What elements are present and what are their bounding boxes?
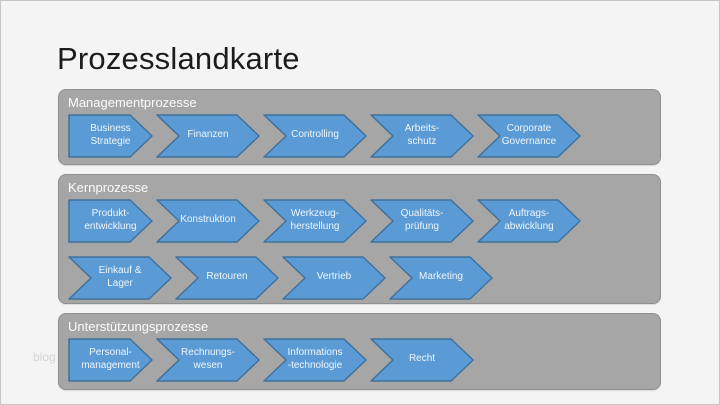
process-arrow-label: Corporate Governance [501,123,557,147]
process-arrow-label: Controlling [291,129,339,141]
chevron-arrow-shape [370,199,474,243]
process-arrow-label: Business Strategie [90,123,131,147]
process-arrow-label: Einkauf & Lager [98,265,142,289]
process-arrow-label: Finanzen [187,129,229,141]
process-arrow: Personal- management [68,338,153,382]
process-row: Einkauf & Lager Retouren Vertrieb Marketing [68,256,493,300]
process-arrow: Controlling [263,114,367,158]
process-arrow-label: Rechnungs- wesen [181,347,235,371]
process-arrow: Recht [370,338,474,382]
process-arrow: Vertrieb [282,256,386,300]
process-arrow-label: Konstruktion [180,214,236,226]
section-unterstuetzungsprozesse: Unterstützungsprozesse Personal- managem… [58,313,661,390]
slide-title: Prozesslandkarte [57,41,300,76]
chevron-arrow-shape [370,338,474,382]
chevron-arrow-shape [282,256,386,300]
chevron-arrow-shape [263,199,367,243]
process-arrow-label: Marketing [419,271,463,283]
process-arrow-label: Vertrieb [316,271,352,283]
chevron-arrow-shape [175,256,279,300]
process-arrow: Informations -technologie [263,338,367,382]
process-arrow: Finanzen [156,114,260,158]
section-label: Managementprozesse [68,95,197,110]
process-arrow-label: Informations -technologie [287,347,343,371]
process-arrow: Retouren [175,256,279,300]
chevron-arrow-shape [68,256,172,300]
chevron-arrow-shape [477,199,581,243]
process-arrow-label: Auftrags- abwicklung [504,208,554,232]
process-arrow: Einkauf & Lager [68,256,172,300]
process-arrow: Corporate Governance [477,114,581,158]
process-arrow: Arbeits- schutz [370,114,474,158]
process-row: Produkt- entwicklung Konstruktion Werkzeug… [68,199,581,243]
chevron-arrow-shape [263,114,367,158]
pentagon-arrow-shape [68,338,153,382]
process-arrow-label: Arbeits- schutz [404,123,440,147]
chevron-arrow-shape [370,114,474,158]
process-arrow-label: Qualitäts- prüfung [400,208,444,232]
process-arrow: Werkzeug- herstellung [263,199,367,243]
process-arrow-label: Retouren [206,271,248,283]
chevron-arrow-shape [156,114,260,158]
chevron-arrow-shape [156,199,260,243]
process-arrow: Business Strategie [68,114,153,158]
pentagon-arrow-shape [68,199,153,243]
process-arrow-label: Produkt- entwicklung [84,208,137,232]
process-arrow-label: Personal- management [81,347,140,371]
process-arrow-label: Werkzeug- herstellung [290,208,340,232]
section-label: Kernprozesse [68,180,149,195]
process-arrow: Produkt- entwicklung [68,199,153,243]
process-arrow-label: Recht [408,353,436,365]
chevron-arrow-shape [389,256,493,300]
process-arrow: Rechnungs- wesen [156,338,260,382]
section-kernprozesse: Kernprozesse Produkt- entwicklung Konstru… [58,174,661,304]
section-label: Unterstützungsprozesse [68,319,209,334]
chevron-arrow-shape [156,338,260,382]
section-managementprozesse: Managementprozesse Business Strategie Fin… [58,89,661,165]
pentagon-arrow-shape [68,114,153,158]
process-row: Personal- management Rechnungs- wesen Info… [68,338,474,382]
process-arrow: Konstruktion [156,199,260,243]
process-arrow: Marketing [389,256,493,300]
chevron-arrow-shape [263,338,367,382]
watermark-text: blog [33,350,56,364]
process-row: Business Strategie Finanzen Controlling Arb… [68,114,581,158]
process-arrow: Auftrags- abwicklung [477,199,581,243]
chevron-arrow-shape [477,114,581,158]
process-arrow: Qualitäts- prüfung [370,199,474,243]
